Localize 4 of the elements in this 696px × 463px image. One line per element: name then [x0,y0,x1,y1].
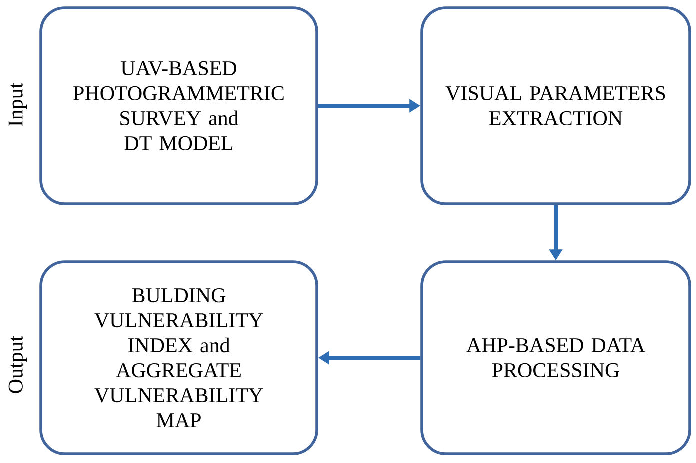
process-box: AHP-BASED DATA PROCESSING [420,260,692,456]
process-box: UAV-BASED PHOTOGRAMMETRIC SURVEY and DT MODEL [40,6,318,206]
process-box: BULDING VULNERABILITY INDEX and AGGREGATE VULNERABILITY MAP [40,260,318,456]
process-box: VISUAL PARAMETERS EXTRACTION [420,6,692,206]
